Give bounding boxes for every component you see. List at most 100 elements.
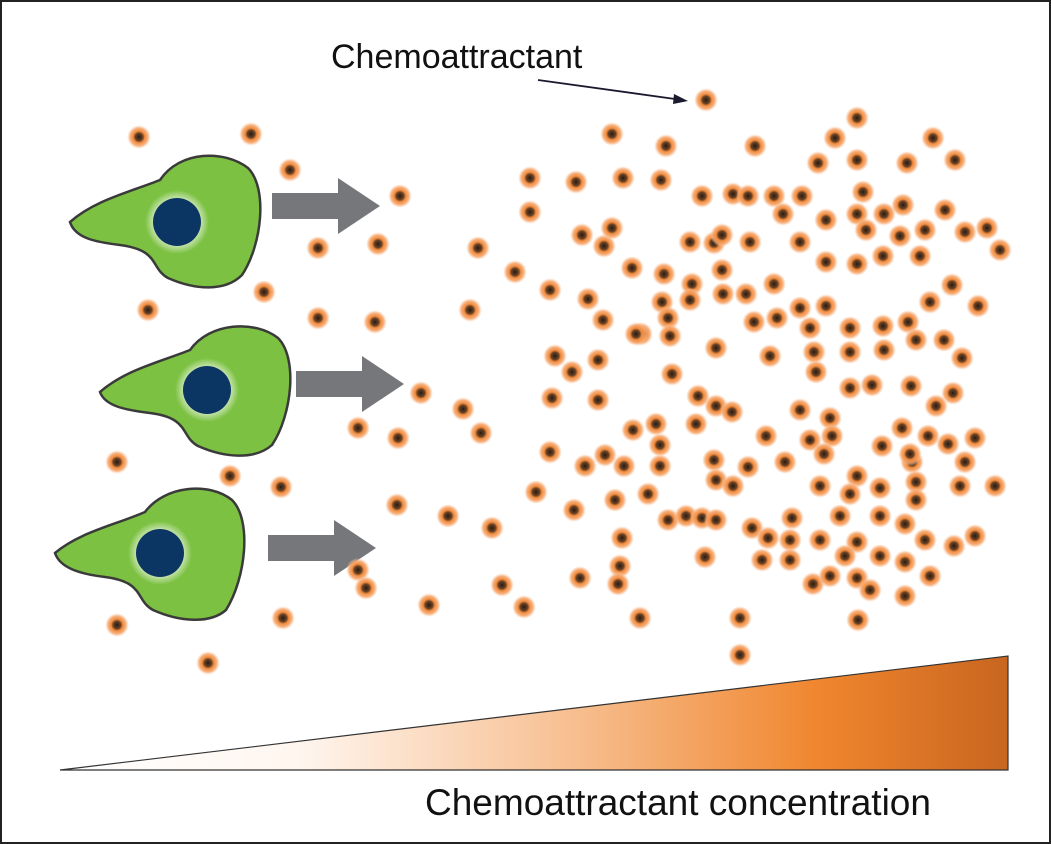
chemoattractant-particle	[562, 498, 586, 522]
chemoattractant-particle	[798, 316, 822, 340]
chemoattractant-particle	[734, 282, 758, 306]
nucleus-icon	[183, 366, 231, 414]
chemoattractant-particle	[846, 608, 870, 632]
chemoattractant-particle	[591, 308, 615, 332]
chemoattractant-particle	[512, 595, 536, 619]
chemoattractant-particle	[953, 450, 977, 474]
chemoattractant-particle	[871, 314, 895, 338]
chemoattractant-particle	[921, 126, 945, 150]
chemoattractant-particle	[278, 158, 302, 182]
chemoattractant-particle	[778, 548, 802, 572]
chemoattractant-particle	[773, 450, 797, 474]
cell-1	[68, 154, 262, 289]
chemoattractant-particle	[466, 236, 490, 260]
chemoattractant-particle	[983, 474, 1007, 498]
chemoattractant-particle	[518, 200, 542, 224]
chemoattractant-particle	[963, 524, 987, 548]
chemoattractant-particle	[593, 443, 617, 467]
chemoattractant-particle	[600, 216, 624, 240]
cell-3	[53, 487, 246, 621]
chemoattractant-particle	[458, 298, 482, 322]
chemoattractant-particle	[948, 474, 972, 498]
chemoattractant-particle	[908, 244, 932, 268]
chemoattractant-particle	[854, 218, 878, 242]
chemoattractant-particle	[218, 464, 242, 488]
chemoattractant-particle	[736, 455, 760, 479]
chemoattractant-particle	[346, 416, 370, 440]
chemoattractant-particle	[346, 558, 370, 582]
chemoattractant-particle	[838, 482, 862, 506]
chemoattractant-particle	[409, 381, 433, 405]
chemoattractant-particle	[586, 388, 610, 412]
chemoattractant-particle	[868, 476, 892, 500]
chemoattractant-particle	[660, 362, 684, 386]
chemoattractant-particle	[913, 528, 937, 552]
chemoattractant-particle	[868, 544, 892, 568]
chemoattractant-particle	[480, 516, 504, 540]
chemoattractant-particle	[624, 322, 648, 346]
chemoattractant-particle	[814, 294, 838, 318]
concentration-gradient-wedge	[59, 655, 1009, 771]
chemoattractant-particle	[804, 360, 828, 384]
chemoattractant-particle	[828, 504, 852, 528]
chemoattractant-particle	[105, 613, 129, 637]
chemoattractant-particle	[704, 336, 728, 360]
chemoattractant-particle	[678, 230, 702, 254]
chemoattractant-particle	[656, 508, 680, 532]
chemoattractant-particle	[628, 606, 652, 630]
chemoattractant-particle	[812, 442, 836, 466]
chemoattractant-particle	[814, 208, 838, 232]
chemoattractant-particle	[728, 643, 752, 667]
chemoattractant-particle	[690, 184, 714, 208]
chemoattractant-particle	[239, 122, 263, 146]
chemoattractant-particle	[771, 202, 795, 226]
chemoattractant-particle	[711, 282, 735, 306]
chemoattractant-particle	[860, 373, 884, 397]
chemoattractant-particle	[820, 424, 844, 448]
chemoattractant-particle	[417, 593, 441, 617]
chemoattractant-particle	[758, 344, 782, 368]
chemoattractant-particle	[611, 166, 635, 190]
chemoattractant-particle	[656, 306, 680, 330]
chemoattractant-particle	[870, 434, 894, 458]
chemoattractant-particle	[953, 220, 977, 244]
chemoattractant-particle	[871, 244, 895, 268]
chemoattractant-particle	[388, 184, 412, 208]
chemoattractant-particle	[363, 310, 387, 334]
chemoattractant-particle	[386, 426, 410, 450]
chemoattractant-particle	[451, 397, 475, 421]
chemoattractant-particle	[540, 386, 564, 410]
chemoattractant-particles	[105, 88, 1012, 675]
chemoattractant-particle	[895, 151, 919, 175]
chemoattractant-particle	[845, 252, 869, 276]
chemoattractant-particle	[620, 256, 644, 280]
chemoattractant-particle	[543, 344, 567, 368]
chemoattractant-particle	[933, 198, 957, 222]
chemoattractant-particle	[252, 280, 276, 304]
arrow-right-icon	[296, 356, 404, 412]
chemoattractant-particle	[524, 480, 548, 504]
chemoattractant-particle	[196, 651, 220, 675]
chemoattractant-particle	[608, 554, 632, 578]
chemoattractant-particle	[868, 504, 892, 528]
chemoattractant-particle	[893, 512, 917, 536]
chemoattractant-particle	[560, 360, 584, 384]
chemoattractant-particle	[742, 310, 766, 334]
chemoattractant-particle	[932, 328, 956, 352]
chemoattractant-particle	[896, 310, 920, 334]
chemoattractant-particle	[898, 442, 922, 466]
chemoattractant-particle	[105, 450, 129, 474]
chemoattractant-particle	[916, 424, 940, 448]
chemoattractant-particle	[721, 474, 745, 498]
chemoattractant-particle	[888, 224, 912, 248]
chemoattractant-particle	[808, 528, 832, 552]
chemoattractant-particle	[436, 504, 460, 528]
chemoattractant-particle	[918, 290, 942, 314]
chemoattractant-particle	[788, 230, 812, 254]
chemoattractant-particle	[269, 475, 293, 499]
chemoattractant-particle	[806, 151, 830, 175]
chemoattractant-particle	[845, 464, 869, 488]
chemoattractant-particle	[941, 381, 965, 405]
chemoattractant-particle	[503, 260, 527, 284]
chemoattractant-particle	[765, 306, 789, 330]
